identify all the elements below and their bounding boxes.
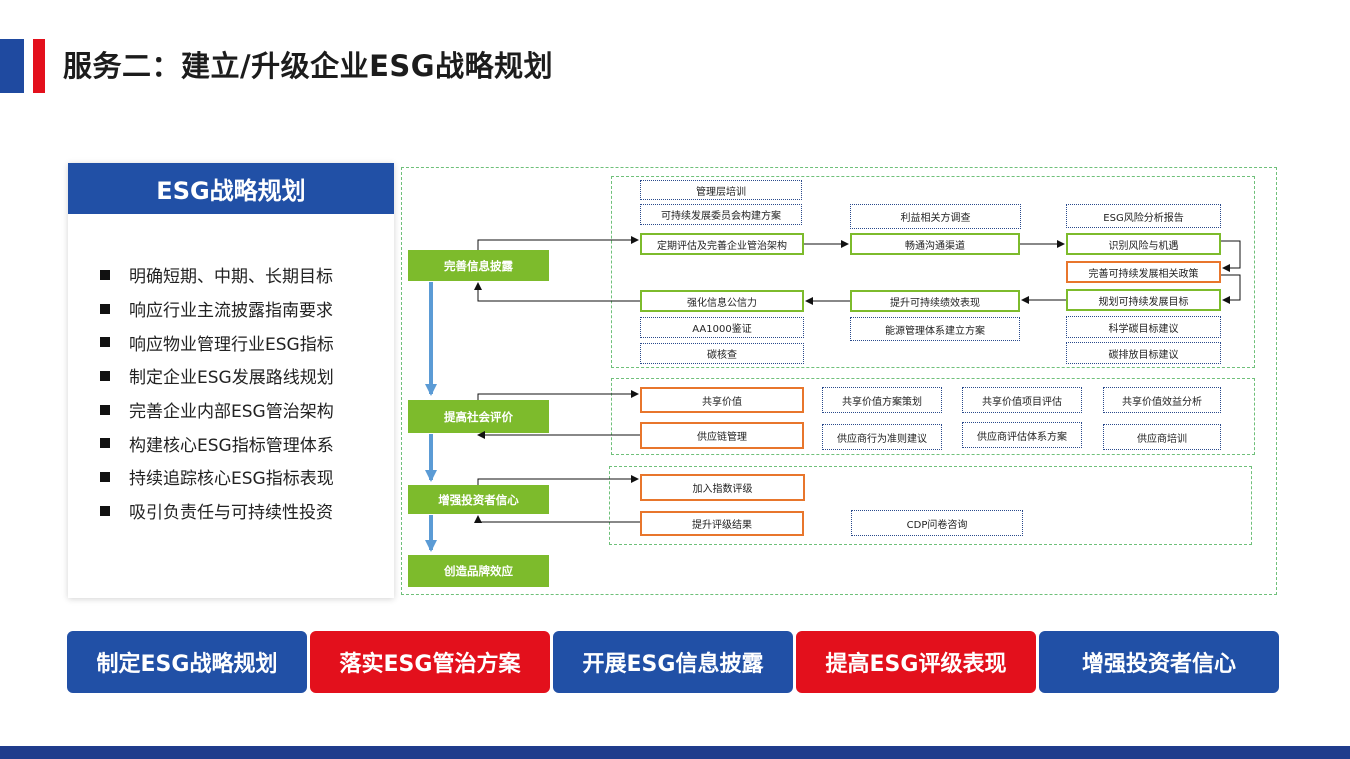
list-item-label: 持续追踪核心ESG指标表现	[129, 469, 334, 490]
node-risk-opportunity: 识别风险与机遇	[1066, 233, 1221, 255]
node-carbon-verification: 碳核查	[640, 343, 804, 364]
node-esg-risk-report: ESG风险分析报告	[1066, 204, 1221, 228]
node-shared-value-planning: 共享价值方案策划	[822, 387, 942, 413]
step-strategy-planning: 制定ESG战略规划	[67, 631, 307, 693]
node-aa1000: AA1000鉴证	[640, 317, 804, 338]
step-information-disclosure: 开展ESG信息披露	[553, 631, 793, 693]
stage-disclosure: 完善信息披露	[408, 250, 549, 281]
node-sustainability-goals: 规划可持续发展目标	[1066, 289, 1221, 311]
node-rating-improvement: 提升评级结果	[640, 511, 804, 536]
stage-brand-effect: 创造品牌效应	[408, 555, 549, 587]
social-section-box	[611, 378, 1255, 455]
node-committee-plan: 可持续发展委员会构建方案	[640, 204, 802, 225]
square-bullet-icon	[100, 269, 110, 280]
footer-bar	[0, 746, 1350, 759]
stage-social-evaluation: 提高社会评价	[408, 400, 549, 433]
square-bullet-icon	[100, 337, 110, 348]
node-index-rating: 加入指数评级	[640, 474, 805, 501]
disclosure-section-box	[611, 176, 1255, 368]
goal-list: 明确短期、中期、长期目标 响应行业主流披露指南要求 响应物业管理行业ESG指标 …	[68, 214, 394, 528]
list-item: 吸引负责任与可持续性投资	[100, 494, 394, 528]
square-bullet-icon	[100, 370, 110, 381]
step-governance-plan: 落实ESG管治方案	[310, 631, 550, 693]
node-management-training: 管理层培训	[640, 180, 802, 200]
investor-section-box	[609, 466, 1252, 545]
list-item: 持续追踪核心ESG指标表现	[100, 460, 394, 494]
square-bullet-icon	[100, 404, 110, 415]
list-item-label: 完善企业内部ESG管治架构	[129, 402, 334, 423]
node-science-based-target: 科学碳目标建议	[1066, 316, 1221, 338]
node-supplier-evaluation: 供应商评估体系方案	[962, 422, 1082, 448]
page-title: 服务二：建立/升级企业ESG战略规划	[63, 49, 554, 83]
list-item-label: 吸引负责任与可持续性投资	[129, 503, 333, 524]
node-shared-value-benefit: 共享价值效益分析	[1103, 387, 1221, 413]
node-governance-review: 定期评估及完善企业管治架构	[640, 233, 804, 255]
list-item: 构建核心ESG指标管理体系	[100, 426, 394, 460]
list-item: 完善企业内部ESG管治架构	[100, 393, 394, 427]
node-supplier-training: 供应商培训	[1103, 424, 1221, 450]
service-steps: 制定ESG战略规划 落实ESG管治方案 开展ESG信息披露 提高ESG评级表现 …	[67, 631, 1279, 693]
title-accent-blue	[0, 39, 24, 93]
node-information-credibility: 强化信息公信力	[640, 290, 804, 312]
list-item: 制定企业ESG发展路线规划	[100, 359, 394, 393]
flow-diagram-frame	[401, 167, 1277, 595]
stage-investor-confidence: 增强投资者信心	[408, 485, 549, 514]
node-shared-value: 共享价值	[640, 387, 804, 413]
node-supplier-code: 供应商行为准则建议	[822, 424, 942, 450]
list-item-label: 响应行业主流披露指南要求	[129, 301, 333, 322]
node-carbon-emission-target: 碳排放目标建议	[1066, 342, 1221, 364]
step-rating-improvement: 提高ESG评级表现	[796, 631, 1036, 693]
step-investor-confidence: 增强投资者信心	[1039, 631, 1279, 693]
list-item-label: 制定企业ESG发展路线规划	[129, 368, 334, 389]
list-item: 响应物业管理行业ESG指标	[100, 325, 394, 359]
list-item-label: 构建核心ESG指标管理体系	[129, 435, 334, 456]
list-item: 明确短期、中期、长期目标	[100, 258, 394, 292]
square-bullet-icon	[100, 505, 110, 516]
square-bullet-icon	[100, 438, 110, 449]
list-item: 响应行业主流披露指南要求	[100, 292, 394, 326]
node-sustainability-policies: 完善可持续发展相关政策	[1066, 261, 1221, 283]
strategy-panel: ESG战略规划 明确短期、中期、长期目标 响应行业主流披露指南要求 响应物业管理…	[68, 163, 394, 598]
node-sustainability-performance: 提升可持续绩效表现	[850, 290, 1020, 312]
node-stakeholder-survey: 利益相关方调查	[850, 204, 1021, 229]
node-supply-chain: 供应链管理	[640, 422, 804, 449]
list-item-label: 响应物业管理行业ESG指标	[129, 334, 334, 355]
node-shared-value-assessment: 共享价值项目评估	[962, 387, 1082, 413]
node-communication-channels: 畅通沟通渠道	[850, 233, 1020, 255]
node-energy-management: 能源管理体系建立方案	[850, 317, 1020, 341]
square-bullet-icon	[100, 303, 110, 314]
square-bullet-icon	[100, 471, 110, 482]
node-cdp-consulting: CDP问卷咨询	[851, 510, 1023, 536]
title-accent-red	[33, 39, 45, 93]
list-item-label: 明确短期、中期、长期目标	[129, 267, 333, 288]
strategy-panel-header: ESG战略规划	[68, 163, 394, 214]
